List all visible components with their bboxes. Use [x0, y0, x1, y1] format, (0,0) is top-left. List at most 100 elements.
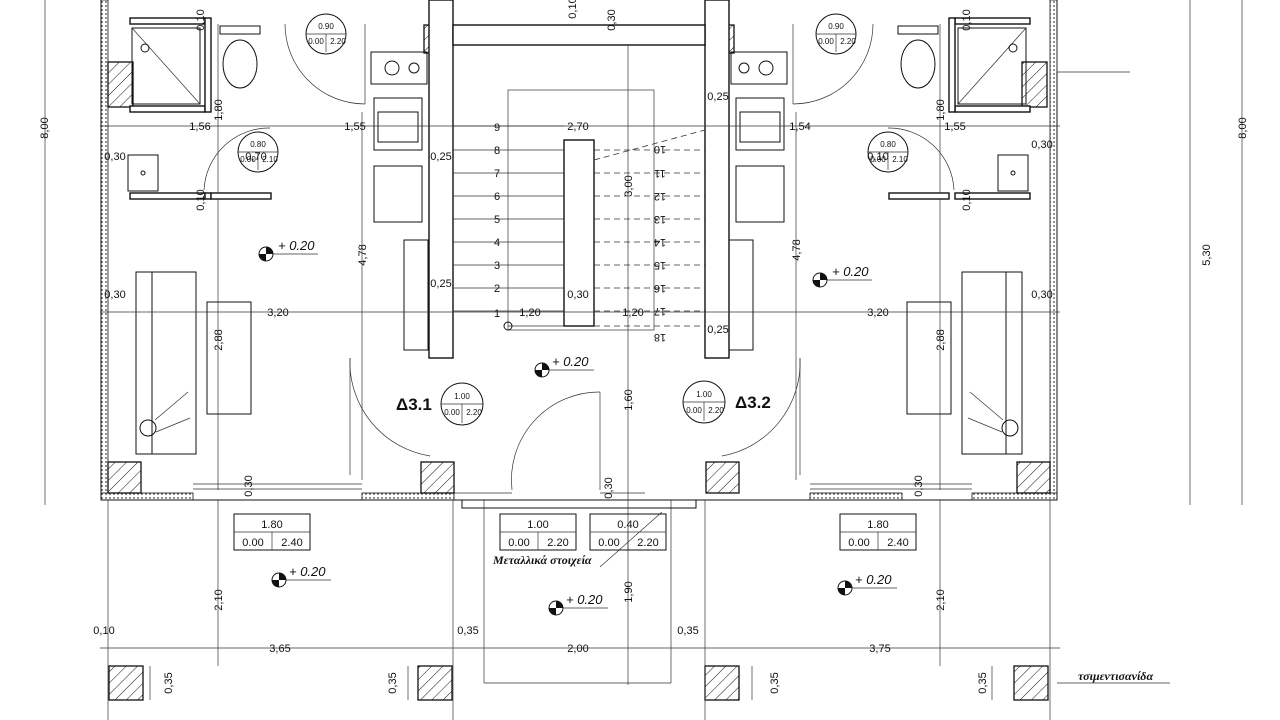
door-tag-unit-left: 1.00 0.00 2.20	[440, 382, 484, 426]
kitchen-fixtures	[370, 51, 788, 351]
dim-155-a: 1,55	[344, 121, 365, 133]
veranda-outline	[107, 40, 1130, 720]
exterior-walls	[100, 0, 1058, 501]
svg-text:0.80: 0.80	[250, 140, 266, 149]
dim-320-b: 3,20	[867, 307, 888, 319]
step-8: 8	[494, 145, 500, 157]
dim-035-d: 0,35	[387, 672, 399, 693]
dim-156: 1,56	[189, 121, 210, 133]
stair-step-numbers: 9 8 7 6 5 4 3 2 1 10 11 12 13 14 15 16 1…	[494, 122, 666, 343]
dim-010-f: 0,10	[93, 625, 114, 637]
svg-text:0.00: 0.00	[240, 155, 256, 164]
living-furniture	[135, 271, 1023, 455]
svg-text:0.00: 0.00	[686, 406, 702, 415]
dim-030-b: 0,30	[1031, 139, 1052, 151]
level-label: + 0.20	[278, 238, 315, 253]
svg-text:2.20: 2.20	[840, 37, 856, 46]
step-9: 9	[494, 122, 500, 134]
dim-030-h: 0,30	[913, 475, 925, 496]
level-label: + 0.20	[552, 354, 589, 369]
svg-text:0.00: 0.00	[444, 408, 460, 417]
svg-text:0.00: 0.00	[848, 537, 869, 549]
dim-030-f: 0,30	[243, 475, 255, 496]
door-tag-hall-left: 0.80 0.00 2.10	[237, 131, 279, 173]
dim-035-e: 0,35	[769, 672, 781, 693]
svg-text:0.80: 0.80	[880, 140, 896, 149]
dim-155-b: 1,55	[944, 121, 965, 133]
unit-label-right: Δ3.2	[735, 393, 771, 412]
dim-288-b: 2,88	[935, 329, 947, 350]
interior-walls	[129, 0, 1031, 359]
svg-text:0.90: 0.90	[318, 22, 334, 31]
dim-010-c: 0,10	[961, 9, 973, 30]
dim-030-c: 0,30	[104, 289, 125, 301]
svg-text:2.20: 2.20	[637, 537, 658, 549]
svg-text:2.10: 2.10	[892, 155, 908, 164]
dim-035-c: 0,35	[163, 672, 175, 693]
level-label: + 0.20	[832, 264, 869, 279]
step-13: 13	[654, 213, 666, 225]
step-11: 11	[654, 167, 665, 179]
dim-010-a: 0,10	[195, 9, 207, 30]
dimension-labels: 8,00 8,00 5,30 1,56 1,55 2,70 1,54 1,55 …	[39, 0, 1249, 694]
level-label: + 0.20	[855, 572, 892, 587]
level-label: + 0.20	[566, 592, 603, 607]
dim-070: 0,70	[245, 151, 266, 163]
svg-text:0.40: 0.40	[617, 519, 638, 531]
dim-270: 2,70	[567, 121, 588, 133]
dim-025-c: 0,25	[707, 91, 728, 103]
dim-010-b: 0,10	[195, 189, 207, 210]
door-tag-unit-right: 1.00 0.00 2.20	[682, 380, 726, 424]
step-4: 4	[494, 237, 500, 249]
dim-025-a: 0,25	[430, 151, 451, 163]
step-14: 14	[654, 236, 666, 248]
step-5: 5	[494, 214, 500, 226]
door-tag-entry-2: 0.40 0.00 2.20	[589, 513, 667, 551]
note-metal-elements: Μεταλλικά στοιχεία	[492, 553, 592, 567]
dim-210-b: 2,10	[935, 589, 947, 610]
dim-160: 1,60	[623, 389, 635, 410]
step-18: 18	[654, 331, 666, 343]
level-marker-5: + 0.20	[548, 592, 608, 616]
dim-035-b: 0,35	[677, 625, 698, 637]
step-3: 3	[494, 260, 500, 272]
svg-text:2.20: 2.20	[466, 408, 482, 417]
level-marker-3: + 0.20	[812, 264, 872, 288]
svg-text:0.00: 0.00	[308, 37, 324, 46]
svg-text:0.90: 0.90	[828, 22, 844, 31]
svg-text:2.40: 2.40	[281, 537, 302, 549]
dim-010-e: 0,10	[867, 151, 888, 163]
step-10: 10	[654, 143, 666, 155]
step-16: 16	[654, 282, 666, 294]
dim-total-left: 8,00	[39, 117, 51, 138]
svg-text:2.20: 2.20	[330, 37, 346, 46]
note-cement-board: τσιμεντισανίδα	[1078, 669, 1153, 683]
dim-010-d: 0,10	[961, 189, 973, 210]
level-marker-1: + 0.20	[258, 238, 318, 262]
svg-text:0.00: 0.00	[598, 537, 619, 549]
dim-210-a: 2,10	[213, 589, 225, 610]
level-label: + 0.20	[289, 564, 326, 579]
svg-text:0.00: 0.00	[508, 537, 529, 549]
door-tag-bath-left: 0.90 0.00 2.20	[305, 13, 347, 55]
step-6: 6	[494, 191, 500, 203]
dim-120-a: 1,20	[519, 307, 540, 319]
svg-text:1.00: 1.00	[454, 392, 470, 401]
dim-478-b: 4,78	[791, 239, 803, 260]
dim-320-a: 3,20	[267, 307, 288, 319]
step-7: 7	[494, 168, 500, 180]
door-swings	[203, 23, 955, 491]
window-tag-left: 1.80 0.00 2.40	[233, 513, 311, 551]
step-12: 12	[654, 190, 666, 202]
dim-total-right: 8,00	[1237, 117, 1249, 138]
dimension-lines	[44, 0, 1243, 700]
svg-text:2.10: 2.10	[262, 155, 278, 164]
level-marker-4: + 0.20	[271, 564, 331, 588]
dim-180-a: 1,80	[213, 99, 225, 120]
dim-035-a: 0,35	[457, 625, 478, 637]
dim-top-010: 0,10	[567, 0, 579, 19]
door-tag-bath-right: 0.90 0.00 2.20	[815, 13, 857, 55]
level-marker-2: + 0.20	[534, 354, 594, 378]
dim-030-g: 0,30	[603, 477, 615, 498]
dim-030-d: 0,30	[1031, 289, 1052, 301]
